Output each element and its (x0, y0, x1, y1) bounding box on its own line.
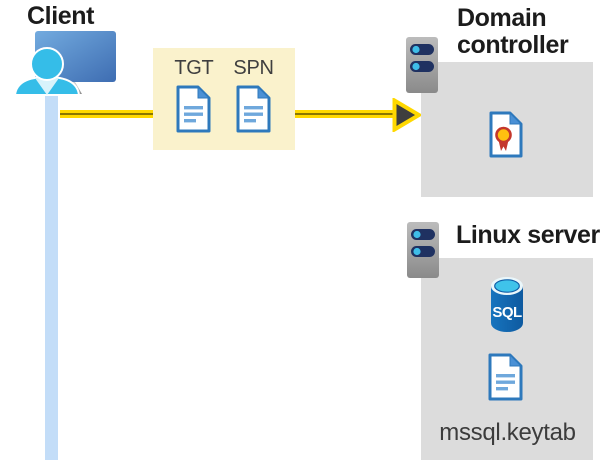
domain-controller-label: Domain controller (457, 4, 569, 59)
sql-text: SQL (492, 304, 522, 321)
spn-document-icon (236, 85, 271, 133)
tgt-ticket: TGT (174, 57, 214, 133)
linux-server-label: Linux server (456, 221, 600, 249)
sql-database-icon: SQL (491, 277, 523, 332)
client-computer-icon (13, 31, 116, 96)
client-timeline-line (45, 90, 58, 460)
keytab-filename-label: mssql.keytab (439, 419, 576, 446)
linux-server-server-icon (407, 222, 439, 278)
client-label: Client (27, 2, 95, 30)
keytab-document-icon (488, 353, 523, 401)
spn-label: SPN (233, 57, 274, 79)
tgt-document-icon (176, 85, 211, 133)
spn-ticket: SPN (233, 57, 274, 133)
auth-request-arrowhead-icon (392, 98, 422, 132)
ticket-box: TGT SPN (153, 48, 295, 150)
tgt-label: TGT (174, 57, 214, 79)
domain-controller-server-icon (406, 37, 438, 93)
certificate-icon (489, 111, 523, 158)
